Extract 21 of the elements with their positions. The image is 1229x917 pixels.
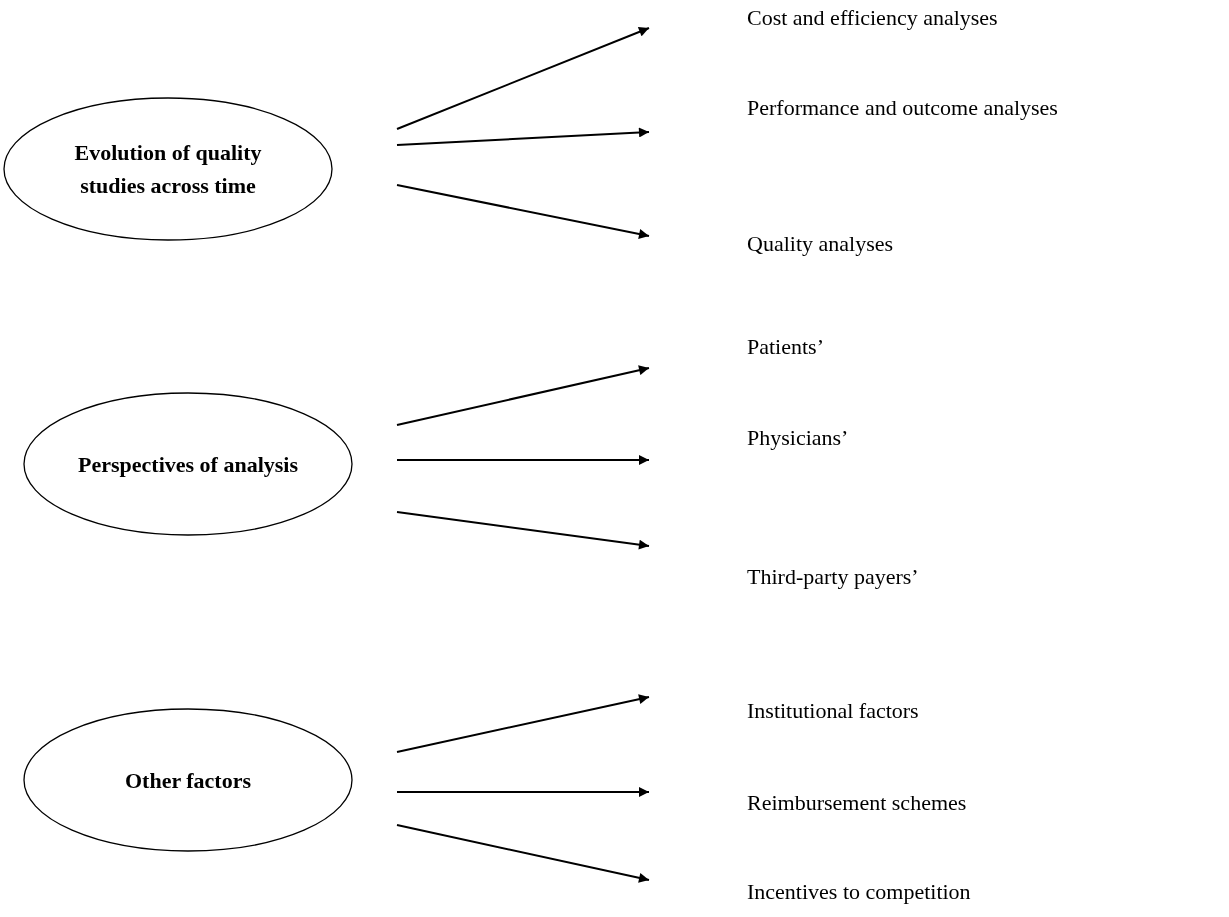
arrow <box>396 184 650 239</box>
branch-label: Reimbursement schemes <box>747 788 967 817</box>
branch-label: Cost and efficiency analyses <box>747 3 998 32</box>
arrow <box>396 694 650 753</box>
branch-label: Incentives to competition <box>747 877 971 906</box>
branch-label: Patients’ <box>747 332 824 361</box>
branch-label: Institutional factors <box>747 696 919 725</box>
arrow <box>396 127 650 146</box>
arrow <box>396 455 650 465</box>
branch-label: Physicians’ <box>747 423 849 452</box>
arrow <box>396 824 650 883</box>
arrow <box>396 365 650 426</box>
branch-label: Quality analyses <box>747 229 894 258</box>
node-title: Perspectives of analysis <box>78 450 298 479</box>
branch-label: Performance and outcome analyses <box>747 93 1058 122</box>
arrow <box>396 27 650 130</box>
branch-label: Third-party payers’ <box>747 562 919 591</box>
arrow <box>396 787 650 797</box>
node-title: Other factors <box>123 766 253 795</box>
node-title: Evolution of quality studies across time <box>73 139 263 200</box>
arrow <box>396 511 650 550</box>
